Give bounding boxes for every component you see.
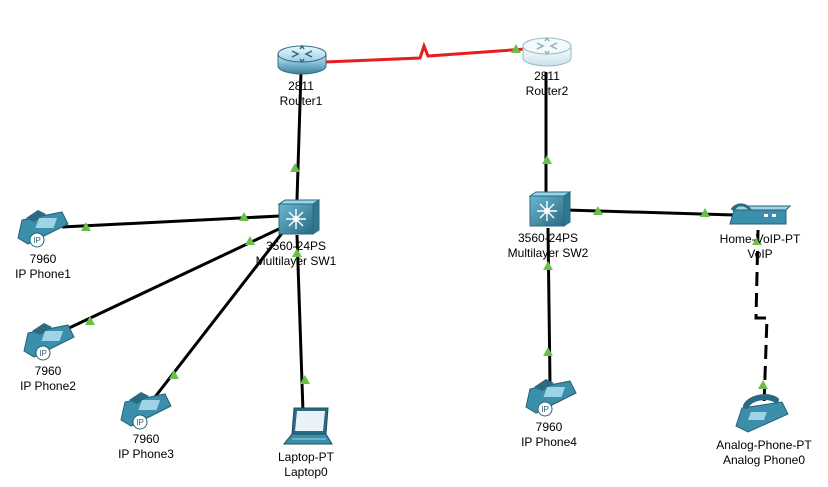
link-sw2-phone4[interactable] (546, 227, 552, 385)
link-up-marker (81, 222, 91, 231)
phone1-label: 7960 IP Phone1 (15, 252, 71, 282)
link-up-marker (511, 44, 521, 53)
sw2-label: 3560-24PS Multilayer SW2 (508, 231, 589, 261)
device-name: Multilayer SW1 (255, 254, 337, 268)
device-model: 2811 (534, 69, 560, 83)
links (61, 41, 769, 413)
device-name: Analog Phone0 (722, 453, 806, 467)
home-voip-icon[interactable] (729, 203, 792, 225)
laptop-icon[interactable] (282, 407, 333, 445)
device-name: VoIP (747, 247, 773, 261)
link-up-marker (543, 347, 553, 356)
link-sw1-phone3[interactable] (153, 231, 285, 398)
link-router1-sw1[interactable] (295, 71, 303, 201)
device-name: IP Phone1 (15, 267, 71, 281)
device-model: Home-VoIP-PT (719, 232, 801, 246)
link-up-marker (290, 163, 300, 172)
ip-phone-icon[interactable]: IP (525, 379, 577, 417)
link-up-marker (593, 206, 603, 215)
link-voip-analog-phone[interactable] (754, 229, 769, 406)
svg-text:IP: IP (541, 405, 549, 414)
laptop0-label: Laptop-PT Laptop0 (278, 450, 334, 480)
device-model: 7960 (535, 420, 563, 434)
device-model: 7960 (132, 432, 160, 446)
device-name: IP Phone3 (118, 447, 174, 461)
link-up-marker (543, 261, 553, 270)
svg-text:IP: IP (39, 349, 47, 358)
device-model: Laptop-PT (277, 450, 335, 464)
multilayer-switch-icon[interactable] (277, 199, 321, 235)
router2-icon[interactable] (522, 36, 572, 67)
link-sw2-voip[interactable] (565, 208, 735, 217)
router2-label: 2811 Router2 (526, 69, 569, 99)
ip-phone-icon[interactable]: IP (120, 392, 172, 430)
svg-text:IP: IP (33, 236, 41, 245)
phone2-label: 7960 IP Phone2 (20, 364, 76, 394)
device-name: Router1 (279, 94, 323, 108)
link-up-marker (292, 248, 302, 257)
device-model: Analog-Phone-PT (716, 438, 812, 452)
link-up-marker (245, 236, 255, 245)
device-model: 3560-24PS (265, 239, 327, 253)
device-name: Router2 (525, 84, 569, 98)
router1-label: 2811 Router1 (280, 79, 323, 109)
sw1-label: 3560-24PS Multilayer SW1 (256, 239, 337, 269)
device-name: IP Phone2 (20, 379, 76, 393)
svg-text:IP: IP (136, 418, 144, 427)
phone3-label: 7960 IP Phone3 (118, 432, 174, 462)
link-up-marker (300, 375, 310, 384)
phone4-label: 7960 IP Phone4 (521, 420, 577, 450)
ip-phone-icon[interactable]: IP (17, 210, 69, 248)
device-model: 7960 (29, 252, 57, 266)
ip-phone-icon[interactable]: IP (23, 323, 75, 361)
device-model: 2811 (288, 79, 314, 93)
device-model: 3560-24PS (517, 231, 579, 245)
link-sw1-phone1[interactable] (61, 214, 281, 229)
analog-phone-label: Analog-Phone-PT Analog Phone0 (716, 438, 811, 468)
device-name: Multilayer SW2 (507, 246, 589, 260)
link-up-marker (752, 236, 762, 245)
link-up-marker (542, 155, 552, 164)
analog-phone-icon[interactable] (735, 394, 789, 433)
device-model: 7960 (34, 364, 62, 378)
device-name: Laptop0 (284, 465, 328, 479)
device-name: IP Phone4 (521, 435, 577, 449)
link-up-marker (758, 380, 768, 389)
link-status-markers (81, 44, 768, 389)
link-up-marker (85, 316, 95, 325)
router1-icon[interactable] (277, 44, 327, 75)
link-up-marker (169, 370, 179, 379)
voip-label: Home-VoIP-PT VoIP (720, 232, 801, 262)
link-router1-router2-serial[interactable] (324, 41, 527, 64)
multilayer-switch-icon[interactable] (528, 191, 572, 227)
link-up-marker (700, 208, 710, 217)
link-up-marker (239, 212, 249, 221)
